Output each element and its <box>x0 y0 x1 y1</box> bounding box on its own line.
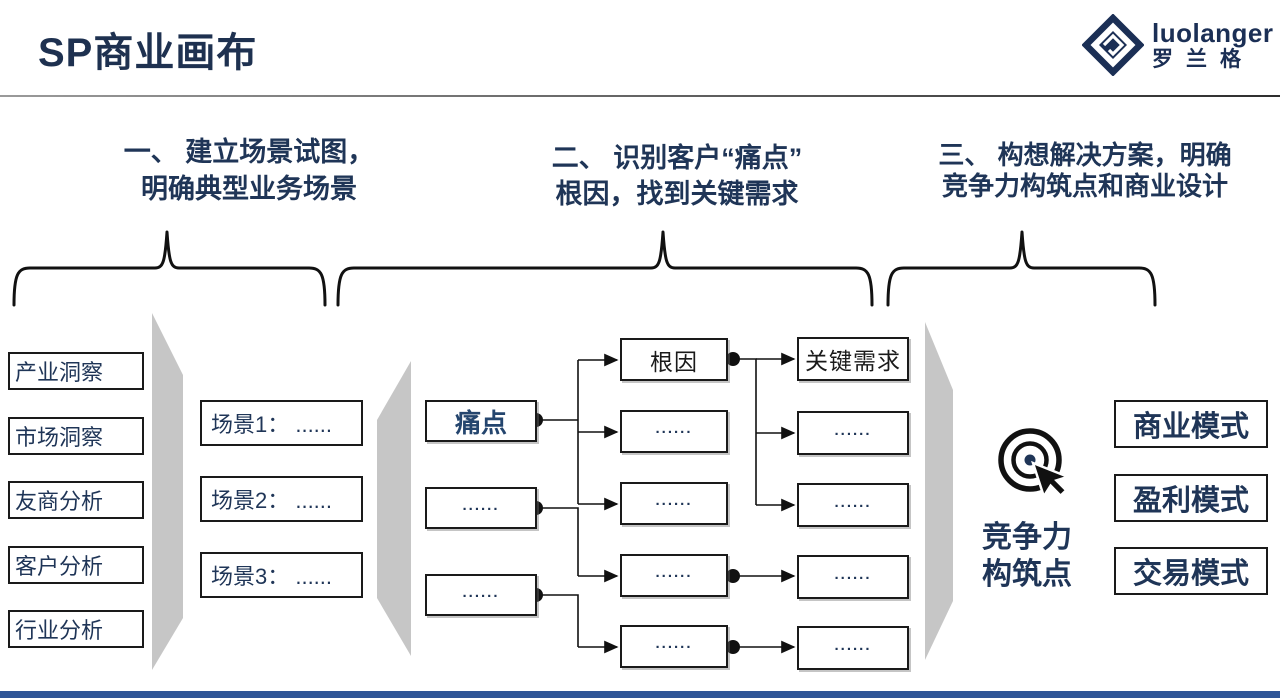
scene-box-1: 场景1： ...... <box>200 400 363 446</box>
step-3-header: 三、 构想解决方案，明确 竞争力构筑点和商业设计 <box>938 140 1232 201</box>
root-ellipsis-box-2: ...... <box>620 482 728 525</box>
transaction-model-box: 交易模式 <box>1114 547 1268 595</box>
scene-box-3: 场景3： ...... <box>200 552 363 598</box>
scene-box-2: 场景2： ...... <box>200 476 363 522</box>
pain-ellipsis-box-1: ...... <box>425 487 537 529</box>
brace-2 <box>336 230 874 307</box>
pain-ellipsis-box-2: ...... <box>425 574 537 616</box>
business-model-box: 商业模式 <box>1114 400 1268 448</box>
root-ellipsis-box-1: ...... <box>620 410 728 453</box>
logo-wordmark: luolanger <box>1152 18 1274 48</box>
need-ellipsis-box-1: ...... <box>797 411 909 455</box>
root-ellipsis-box-3: ...... <box>620 554 728 597</box>
need-ellipsis-box-2: ...... <box>797 483 909 527</box>
gray-arrow-band-1 <box>152 313 183 670</box>
root-ellipsis-box-4: ...... <box>620 625 728 668</box>
input-box-industry-insight: 产业洞察 <box>8 352 144 390</box>
step-1-header: 一、 建立场景试图， 明确典型业务场景 <box>123 137 375 204</box>
input-box-market-insight: 市场洞察 <box>8 417 144 455</box>
logo: luolanger 罗兰格 <box>1082 14 1274 76</box>
input-box-industry-analysis: 行业分析 <box>8 610 144 648</box>
page-title: SP商业画布 <box>38 31 258 75</box>
competitiveness-label: 竞争力 构筑点 <box>982 521 1072 591</box>
need-ellipsis-box-4: ...... <box>797 626 909 670</box>
profit-model-box: 盈利模式 <box>1114 474 1268 522</box>
brace-1 <box>12 230 327 307</box>
diamond-logo-icon <box>1082 14 1144 76</box>
logo-cn-name: 罗兰格 <box>1152 48 1254 71</box>
gray-arrow-band-3 <box>925 322 953 660</box>
input-box-customer-analysis: 客户分析 <box>8 546 144 584</box>
input-box-competitor-analysis: 友商分析 <box>8 481 144 519</box>
pain-point-box: 痛点 <box>425 400 537 442</box>
brace-3 <box>886 230 1157 307</box>
bottom-accent-bar <box>0 691 1280 698</box>
key-need-box: 关键需求 <box>797 337 909 381</box>
gray-arrow-band-2 <box>377 361 411 656</box>
need-ellipsis-box-3: ...... <box>797 555 909 599</box>
step-2-header: 二、 识别客户“痛点” 根因，找到关键需求 <box>551 143 803 209</box>
target-cursor-icon <box>998 428 1072 500</box>
title-divider <box>0 95 1280 97</box>
root-cause-box: 根因 <box>620 338 728 381</box>
